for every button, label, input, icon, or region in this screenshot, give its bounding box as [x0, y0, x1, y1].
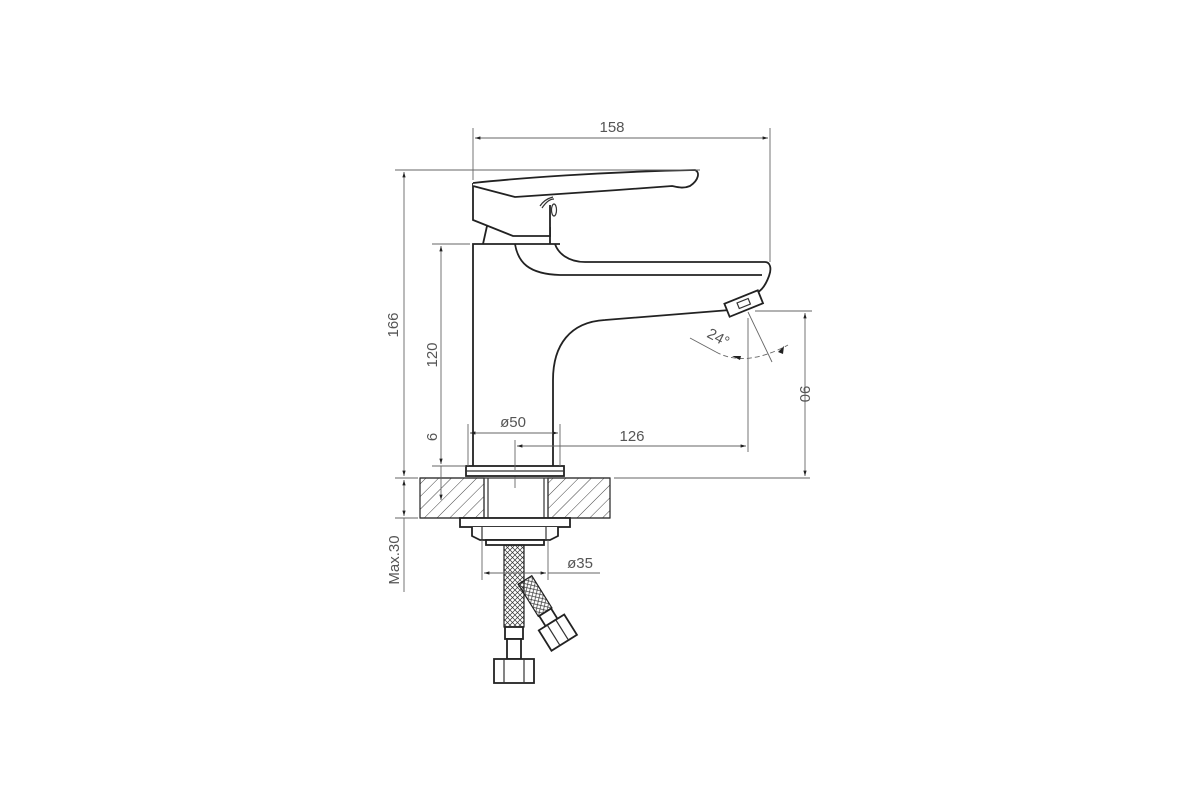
flexible-hoses — [493, 544, 579, 684]
dimension-label-diameter-35: ø35 — [567, 555, 593, 572]
dimension-body-height: 120 — [424, 243, 470, 467]
dimension-overall-length: 158 — [472, 119, 771, 262]
dimension-label-diameter-50: ø50 — [500, 414, 526, 431]
dimension-max-counter-thickness: Max.30 — [386, 477, 418, 592]
dimension-label-158: 158 — [599, 119, 624, 136]
faucet-body — [465, 243, 731, 477]
dimension-mounting-diameter: ø35 — [481, 540, 600, 580]
spout — [514, 243, 772, 318]
dimension-label-angle-24: 24° — [704, 325, 732, 351]
dimension-label-166: 166 — [385, 312, 402, 337]
dimension-label-120: 120 — [424, 342, 441, 367]
dimension-spout-angle: 24° — [689, 311, 789, 363]
countertop-section — [419, 477, 810, 519]
dimension-base-height: 6 — [424, 433, 443, 500]
dimension-spout-reach: 126 — [514, 318, 749, 470]
dimension-overall-height: 166 — [385, 169, 700, 476]
dimension-label-90: 90 — [796, 386, 813, 403]
mounting-nut — [459, 470, 571, 546]
dimension-label-6: 6 — [424, 433, 441, 441]
dimension-spout-height: 90 — [755, 310, 813, 476]
lever-handle — [472, 169, 699, 245]
dimension-base-diameter: ø50 — [467, 414, 561, 466]
dimension-label-max-30: Max.30 — [386, 535, 403, 584]
dimension-label-126: 126 — [619, 428, 644, 445]
